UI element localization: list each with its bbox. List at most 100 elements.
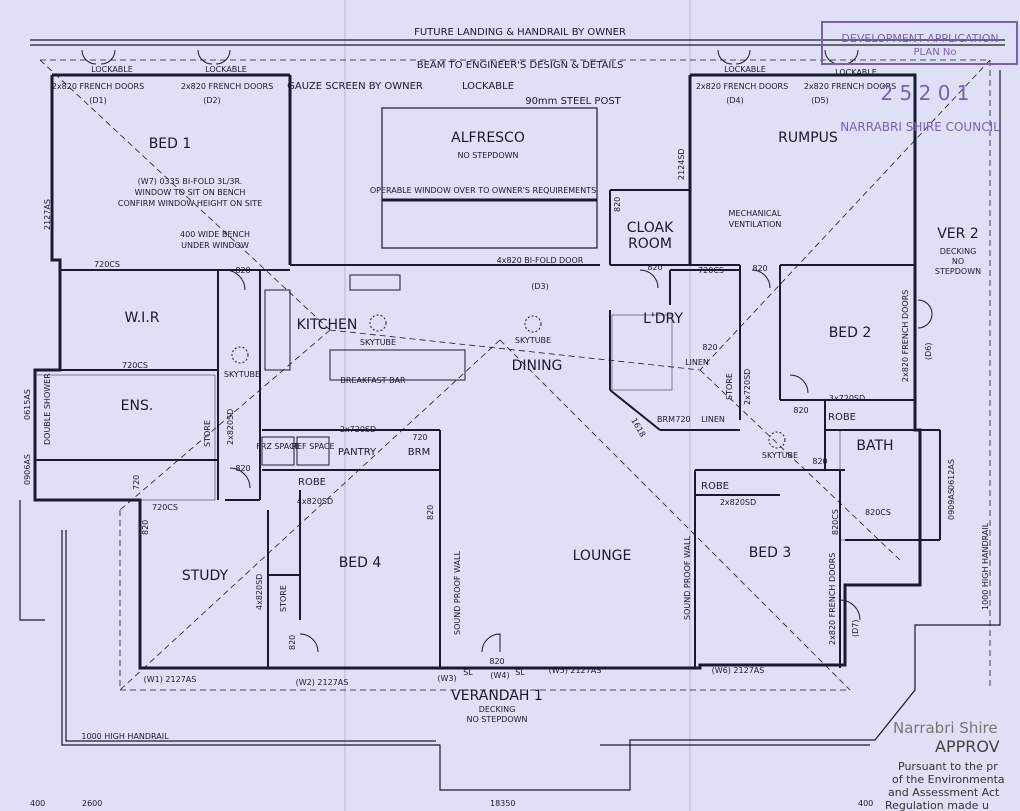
room-ens: ENS. [121,398,154,414]
da-stamp-box [821,21,1018,65]
dim-bed1-820: 820 [235,266,250,275]
double-shower-label: DOUBLE SHOWER [43,373,52,445]
handrail-lines [19,39,1005,791]
d2-french-doors: 2x820 FRENCH DOORS [181,82,273,91]
d7-french-doors: 2x820 FRENCH DOORS [828,553,837,645]
approval-line1: Narrabri Shire [893,719,998,737]
ref-space-label: REF SPACE [291,442,334,451]
dim-bed4-4x820sd: 4x820SD [297,497,333,506]
room-verandah1: VERANDAH 1 [451,688,543,704]
room-bed2: BED 2 [829,325,872,341]
dim-0906as: 0906AS [23,454,32,485]
approval-line5: and Assessment Act [888,786,1000,799]
dim-brm-720: 720 [412,433,427,442]
dim-2x720sd-ldry: 2x720SD [743,369,752,405]
da-stamp-council: NARRABRI SHIRE COUNCIL [840,120,1000,134]
dim-study-820: 820 [141,520,150,535]
sound-proof-wall-left: SOUND PROOF WALL [453,551,462,635]
room-bath: BATH [856,438,893,454]
alfresco-outline [381,107,598,249]
dim-2x820sd: 2x820SD [226,409,235,445]
d6-french-doors: 2x820 FRENCH DOORS [901,290,910,382]
da-stamp-line2: PLAN No [914,47,957,58]
ens-store-label: STORE [203,420,212,447]
sound-proof-wall-right: SOUND PROOF WALL [683,536,692,620]
room-bed4: BED 4 [339,555,382,571]
dim-bath-820cs: 820CS [831,509,840,535]
bed2-robe-label: ROBE [828,412,856,423]
d7-label: (D7) [851,620,860,638]
room-kitchen: KITCHEN [297,317,358,333]
room-ldry: L'DRY [643,311,683,327]
operable-window-note: OPERABLE WINDOW OVER TO OWNER'S REQUIREM… [370,186,596,195]
d4-label: (D4) [726,96,744,105]
approval-line4: of the Environmenta [892,773,1005,786]
da-stamp-date: 2 5 2 0 1 [880,81,969,105]
bifold-note: 4x820 BI-FOLD DOOR [497,256,584,265]
external-walls [33,73,922,670]
d2-label: (D2) [203,96,221,105]
w6-label: (W6) 2127AS [712,666,765,675]
w3-label: (W3) [437,674,456,683]
mech-vent-line2: VENTILATION [729,220,782,229]
dim-0909as: 0909AS [947,489,956,520]
dim-rumpus-820: 820 [752,264,767,273]
ldry-linen2-label: LINEN [701,415,725,424]
d5-french-doors: 2x820 FRENCH DOORS [804,82,896,91]
ldry-store-label: STORE [725,373,734,400]
alfresco-no-stepdown: NO STEPDOWN [457,151,518,160]
dim-ens-720cs: 720CS [122,361,148,370]
kitchen-bench [264,289,291,371]
approval-line3: Pursuant to the pr [898,760,998,773]
study-store-label: STORE [279,585,288,612]
d5-lockable: LOCKABLE [835,68,877,77]
kitchen-sink [349,274,401,291]
bench-note-line2: UNDER WINDOW [181,241,249,250]
d1-french-doors: 2x820 FRENCH DOORS [52,82,144,91]
dim-18350: 18350 [490,799,515,808]
dim-bed2-3x720sd: 3x720SD [829,394,865,403]
d6-label: (D6) [924,343,933,361]
w2-label: (W2) 2127AS [296,678,349,687]
dim-0612as: 0612AS [947,459,956,490]
room-wir: W.I.R [125,310,160,326]
dining-skytube: SKYTUBE [515,336,551,345]
dim-ens-720: 720 [132,475,141,490]
verandah-no-stepdown: NO STEPDOWN [466,715,527,724]
dim-ens-820: 820 [235,464,250,473]
d2-lockable: LOCKABLE [205,65,247,74]
dim-cloak-820: 820 [613,197,622,212]
ldry-brm-label: BRM [657,415,675,424]
w3-sl: SL [463,668,473,677]
frz-space-outline [261,436,295,466]
verandah-decking: DECKING [479,705,516,714]
approval-line6: Regulation made u [885,799,989,811]
dim-wir-720cs: 720CS [94,260,120,269]
room-pantry: PANTRY [338,447,377,458]
w7-note-line1: (W7) 0335 BI-FOLD 3L/3R. [138,177,243,186]
da-stamp-line1: DEVELOPMENT APPLICATION [841,32,998,45]
room-lounge: LOUNGE [573,548,632,564]
w7-note-line3: CONFIRM WINDOW HEIGHT ON SITE [118,199,262,208]
ref-space-outline [296,436,330,466]
skytube-markers [231,314,786,449]
steel-post-note: 90mm STEEL POST [525,96,621,107]
dim-pantry-2x720sd: 2x720SD [340,425,376,434]
w7-note-line2: WINDOW TO SIT ON BENCH [135,188,246,197]
d4-lockable: LOCKABLE [724,65,766,74]
dim-400: 400 [30,799,45,808]
dim-ldry-720cs: 720CS [698,266,724,275]
dim-bed1-2127as: 2127AS [43,199,52,230]
bed4-robe-label: ROBE [298,477,326,488]
breakfast-bar-label: BREAKFAST BAR [340,376,406,385]
dim-4x820sd-study: 4x820SD [255,574,264,610]
dim-2600: 2600 [82,799,102,808]
gauze-note: GAUZE SCREEN BY OWNER [287,81,423,92]
frz-space-label: FRZ SPACE [256,442,300,451]
ver2-decking: DECKING [940,247,977,256]
d5-label: (D5) [811,96,829,105]
handrail-right-note: 1000 HIGH HANDRAIL [981,522,990,610]
handrail-bottom-note: 1000 HIGH HANDRAIL [81,732,169,741]
ens-skytube: SKYTUBE [224,370,260,379]
